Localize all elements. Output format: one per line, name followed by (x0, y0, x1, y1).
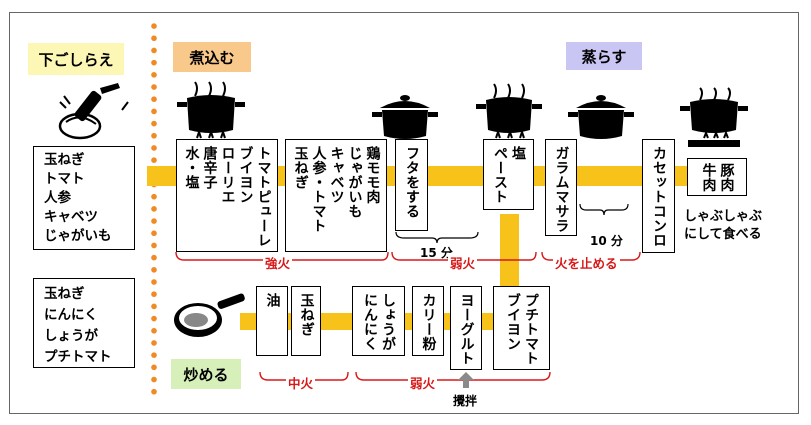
step-text: 玉ねぎ (298, 293, 315, 337)
fry-step-garlic: しょうが にんにく (352, 286, 405, 356)
step-text: 玉ねぎ (292, 146, 309, 190)
step-text: にんにく (362, 293, 378, 351)
prep-list-top: 玉ねぎ トマト 人参 キャベツ じゃがいも (33, 146, 135, 250)
list-item: じゃがいも (44, 228, 112, 244)
step-text: 鶏モモ肉 (364, 146, 381, 204)
step-text: ペースト (492, 146, 508, 204)
fry-step-oil: 油 (256, 286, 288, 356)
diagram-frame (9, 12, 799, 414)
pot-lid-icon (372, 95, 438, 139)
pot-steam-icon (476, 83, 542, 139)
step-text: 塩 (510, 146, 526, 161)
stage-tag-prep: 下ごしらえ (28, 43, 124, 75)
note-line: にして食べる (684, 227, 762, 242)
heat-label-stop: 火を止める (553, 253, 620, 272)
frying-pan-icon (174, 293, 245, 337)
stew-step-lid: フタをする (395, 139, 428, 231)
step-text: 油 (264, 293, 281, 308)
step-text: ブイヨン (505, 293, 521, 351)
step-text: 豚肉 (718, 163, 735, 192)
stew-step-ingredients: 鶏モモ肉 じゃがいも キャベツ 人参・トマト 玉ねぎ (285, 139, 387, 252)
list-item: にんにく (44, 307, 98, 323)
step-text: ローリエ (219, 146, 236, 204)
step-text: 牛肉 (700, 163, 717, 192)
list-item: 玉ねぎ (44, 152, 85, 168)
steam-step-garam: ガラムマサラ (545, 139, 577, 236)
list-item: しょうが (44, 328, 98, 344)
prep-list-bottom: 玉ねぎ にんにく しょうが プチトマト (33, 278, 135, 368)
meat-box: 豚肉 牛肉 (687, 158, 747, 196)
stage-tag-stew: 煮込む (173, 42, 251, 72)
time-label-10: 10 分 (590, 234, 623, 248)
list-item: キャベツ (44, 209, 98, 225)
stew-step-paste: 塩 ペースト (483, 139, 534, 210)
stage-divider (150, 20, 158, 400)
step-text: カリー粉 (420, 293, 437, 351)
step-text: トマトピューレ (255, 146, 272, 248)
step-text: 水・塩 (183, 146, 200, 190)
heat-label-weak-top: 弱火 (448, 253, 478, 272)
stir-arrow-icon (458, 372, 474, 388)
fry-step-bouillon: プチトマト ブイヨン (493, 286, 550, 370)
stage-tag-fry: 炒める (171, 359, 241, 389)
fry-step-curry: カリー粉 (412, 286, 444, 356)
heat-label-medium: 中火 (286, 373, 316, 392)
steam-step-stove: カセットコンロ (642, 139, 675, 253)
heat-label-weak-bottom: 弱火 (408, 373, 438, 392)
list-item: プチトマト (44, 349, 112, 365)
pot-lid-icon (568, 95, 634, 139)
step-text: ブイヨン (237, 146, 254, 204)
step-text: フタをする (404, 146, 420, 219)
knife-cutting-icon (58, 83, 129, 140)
step-text: カセットコンロ (651, 146, 667, 248)
step-text: ヨーグルト (458, 293, 475, 366)
step-text: プチトマト (523, 293, 539, 366)
pot-steam-icon (177, 81, 245, 139)
fry-step-onion: 玉ねぎ (291, 286, 321, 356)
step-text: 唐辛子 (201, 146, 218, 190)
list-item: 玉ねぎ (44, 286, 85, 302)
note-line: しゃぶしゃぶ (684, 209, 763, 224)
heat-label-strong: 強火 (263, 253, 293, 272)
stage-tag-steam: 蒸らす (566, 42, 642, 70)
list-item: トマト (44, 171, 85, 187)
shabu-note: しゃぶしゃぶ にして食べる (684, 208, 784, 244)
pot-stove-icon (680, 87, 748, 147)
list-item: 人参 (44, 190, 71, 206)
step-text: キャベツ (328, 146, 345, 204)
time-label-15: 15 分 (420, 246, 453, 260)
step-text: しょうが (380, 293, 396, 351)
step-text: 人参・トマト (310, 146, 327, 233)
time-brace-15 (395, 231, 479, 244)
stir-label: 攪拌 (453, 394, 478, 408)
time-brace-10 (579, 203, 629, 216)
stew-step-liquids: トマトピューレ ブイヨン ローリエ 唐辛子 水・塩 (176, 139, 278, 252)
step-text: じゃがいも (346, 146, 363, 219)
step-text: ガラムマサラ (553, 146, 570, 233)
fry-step-yogurt: ヨーグルト (450, 286, 482, 370)
